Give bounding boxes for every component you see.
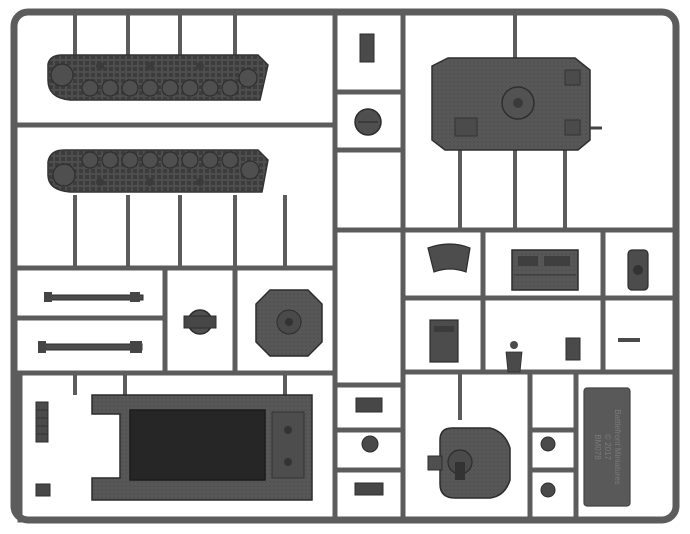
hull-tub <box>91 394 313 501</box>
exhaust-part <box>429 319 459 363</box>
spare-wheel <box>627 249 649 291</box>
copyright-label: © 2017 <box>603 434 612 460</box>
track-upper <box>47 54 269 101</box>
gun-barrel-short <box>38 341 143 353</box>
mantlet <box>183 309 217 335</box>
code-label: BM078 <box>593 434 602 460</box>
mudguard-part <box>427 243 471 273</box>
engine-deck <box>511 249 579 291</box>
small-block-bottom-left <box>35 483 51 497</box>
gates <box>73 12 567 420</box>
brand-label: Battlefront Miniatures <box>613 409 622 485</box>
turret-parts-small <box>354 397 556 498</box>
hatch <box>354 108 382 136</box>
hull-top <box>431 57 602 151</box>
turret <box>427 427 511 499</box>
track-lower <box>47 149 269 193</box>
suspension-spring <box>35 401 49 443</box>
label-plate <box>583 387 631 507</box>
gun-barrel-long <box>44 292 144 302</box>
crew-figure <box>505 341 523 373</box>
label-plate-text: Battlefront Miniatures © 2017 BM078 <box>586 392 628 502</box>
runners <box>11 9 679 523</box>
small-part-top <box>359 33 375 63</box>
jack-part <box>565 337 581 361</box>
cupola <box>255 289 323 357</box>
